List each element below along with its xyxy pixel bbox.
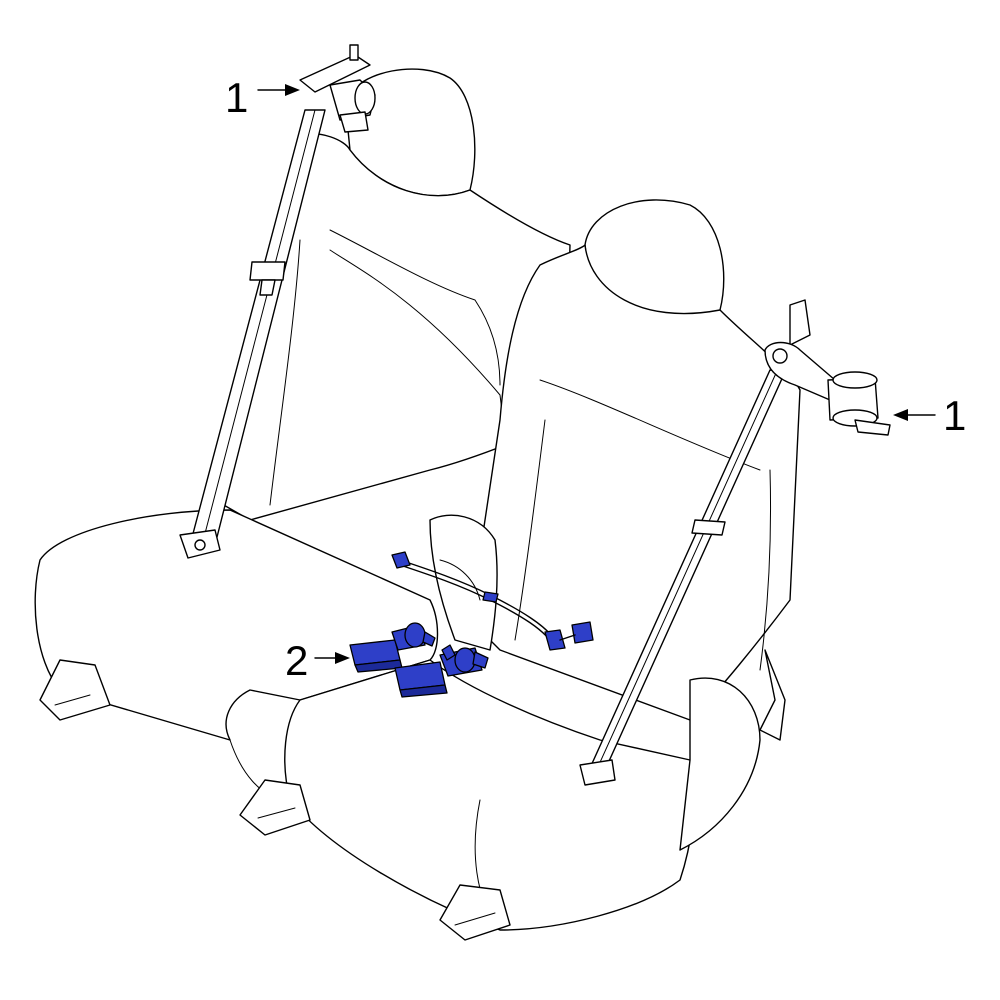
callout-label: 2 (285, 637, 308, 684)
callout-right-retractor: 1 (893, 392, 966, 439)
callout-label: 1 (225, 74, 248, 121)
left-seat-back (214, 68, 571, 521)
callout-label: 1 (943, 392, 966, 439)
callout-buckles: 2 (285, 637, 350, 684)
right-seat-back (469, 199, 801, 721)
callout-left-retractor: 1 (225, 74, 300, 121)
left-seat-belt (179, 109, 326, 559)
seat-feet (39, 649, 786, 941)
right-retractor (764, 299, 891, 436)
left-retractor (299, 44, 376, 133)
center-buckles (349, 551, 594, 698)
